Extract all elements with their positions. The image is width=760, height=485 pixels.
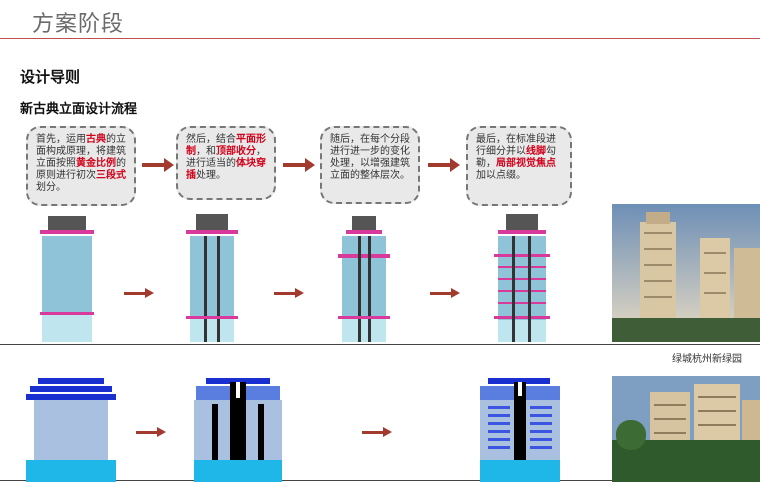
- arrow-icon: [136, 427, 166, 437]
- step-text: 的立面构成原理，将建筑立面按照: [36, 134, 126, 169]
- arrow-icon: [283, 158, 315, 172]
- step-text: 最后，在标准段进行细分并以: [476, 134, 556, 157]
- step-text: 随后，在每个分段进行进一步的变化处理，以增强建筑立面的整体层次。: [330, 134, 410, 181]
- row-divider: [0, 480, 760, 481]
- highlight-text: 黄金比例: [76, 158, 116, 169]
- process-heading: 新古典立面设计流程: [20, 102, 138, 117]
- step-text: 处理。: [196, 170, 226, 181]
- highlight-text: 古典: [86, 134, 106, 145]
- step-text: ，和: [196, 146, 216, 157]
- step-text: 的原则进行初次: [36, 158, 126, 181]
- step-text: 加以点缀。: [476, 170, 526, 181]
- arrow-icon: [428, 158, 460, 172]
- arrow-icon: [274, 288, 304, 298]
- page-title: 方案阶段: [32, 12, 125, 37]
- title-divider: [0, 38, 760, 39]
- step-bubble-2: 然后，结合平面形制，和顶部收分，进行适当的体块穿插处理。: [176, 126, 276, 200]
- step-text: 勾勒，: [476, 146, 556, 169]
- step-text: 然后，结合: [186, 134, 236, 145]
- highlight-text: 体块穿插: [186, 158, 266, 181]
- section-heading: 设计导则: [20, 68, 81, 86]
- step-text: ，进行适当的: [186, 146, 266, 169]
- highlight-text: 三段式: [96, 170, 126, 181]
- arrow-icon: [362, 427, 392, 437]
- highlight-text: 局部视觉焦点: [496, 158, 556, 169]
- highlight-text: 平面形制: [186, 134, 266, 157]
- row-divider: [0, 344, 760, 345]
- arrow-icon: [430, 288, 460, 298]
- step-text: 划分。: [36, 182, 66, 193]
- highlight-text: 线脚: [526, 146, 546, 157]
- arrow-icon: [124, 288, 154, 298]
- step-text: 首先，运用: [36, 134, 86, 145]
- photo-caption: 绿城杭州新绿园: [672, 354, 742, 365]
- arrow-icon: [142, 158, 174, 172]
- step-bubble-3: 随后，在每个分段进行进一步的变化处理，以增强建筑立面的整体层次。: [320, 126, 420, 204]
- step-bubble-1: 首先，运用古典的立面构成原理，将建筑立面按照黄金比例的原则进行初次三段式划分。: [26, 126, 136, 206]
- step-bubble-4: 最后，在标准段进行细分并以线脚勾勒，局部视觉焦点加以点缀。: [466, 126, 572, 206]
- highlight-text: 顶部收分: [216, 146, 256, 157]
